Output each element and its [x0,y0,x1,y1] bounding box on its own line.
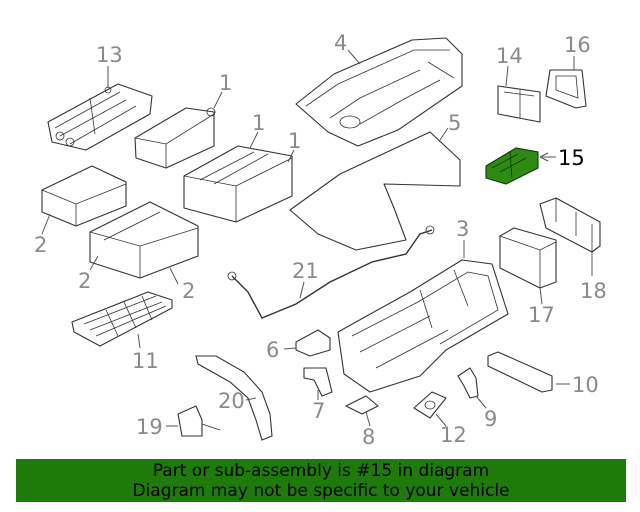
part-3-tray [337,259,509,393]
label-10: 10 [572,373,599,397]
part-9-bracket [457,367,479,399]
label-13: 13 [96,43,123,67]
part-20-duct [195,355,273,441]
banner-line-1: Part or sub-assembly is #15 in diagram [152,461,490,481]
label-3: 3 [456,217,469,241]
label-2-a: 2 [34,233,47,257]
label-17: 17 [528,303,555,327]
label-8: 8 [362,425,375,449]
label-6: 6 [266,338,279,362]
label-18: 18 [580,279,607,303]
label-16: 16 [564,33,591,57]
part-12-plate [413,391,447,419]
part-15-highlighted [485,147,539,185]
part-1-module-b [183,145,293,223]
part-18-frame [539,197,601,258]
part-4-upper-cover [295,37,463,147]
label-2-c: 2 [182,279,195,303]
banner-line-2: Diagram may not be specific to your vehi… [132,481,510,501]
part-17-junction-box [499,227,557,289]
parts-diagram: 13 1 1 1 2 2 2 11 4 5 14 16 15 3 21 17 1… [34,31,607,449]
label-2-b: 2 [78,269,91,293]
part-10-bar [487,351,553,393]
label-21: 21 [292,259,319,283]
label-7: 7 [312,399,325,423]
part-19-fan [177,405,221,437]
notice-banner: Part or sub-assembly is #15 in diagram D… [16,459,626,502]
label-20: 20 [218,389,245,413]
part-8-bracket [345,395,379,415]
part-16-bracket [545,69,587,109]
label-11: 11 [132,349,159,373]
label-4: 4 [334,31,347,55]
part-14-ecu [497,85,541,123]
label-1-b: 1 [252,111,265,135]
part-1-module-a [134,107,216,169]
part-5-gasket [289,131,461,251]
label-12: 12 [440,423,467,447]
label-1-a: 1 [219,71,232,95]
part-7-bracket [303,367,333,397]
part-6-connector [295,329,331,357]
label-1-c: 1 [288,129,301,153]
part-2-module-a [41,165,127,227]
label-19: 19 [136,415,163,439]
label-14: 14 [496,44,523,68]
part-11-plate [71,291,173,347]
label-5: 5 [448,111,461,135]
label-15: 15 [558,146,585,170]
label-9: 9 [484,407,497,431]
part-2-module-b [89,201,199,279]
part-13-module-stack [47,83,153,151]
part-21-harness [227,225,435,319]
